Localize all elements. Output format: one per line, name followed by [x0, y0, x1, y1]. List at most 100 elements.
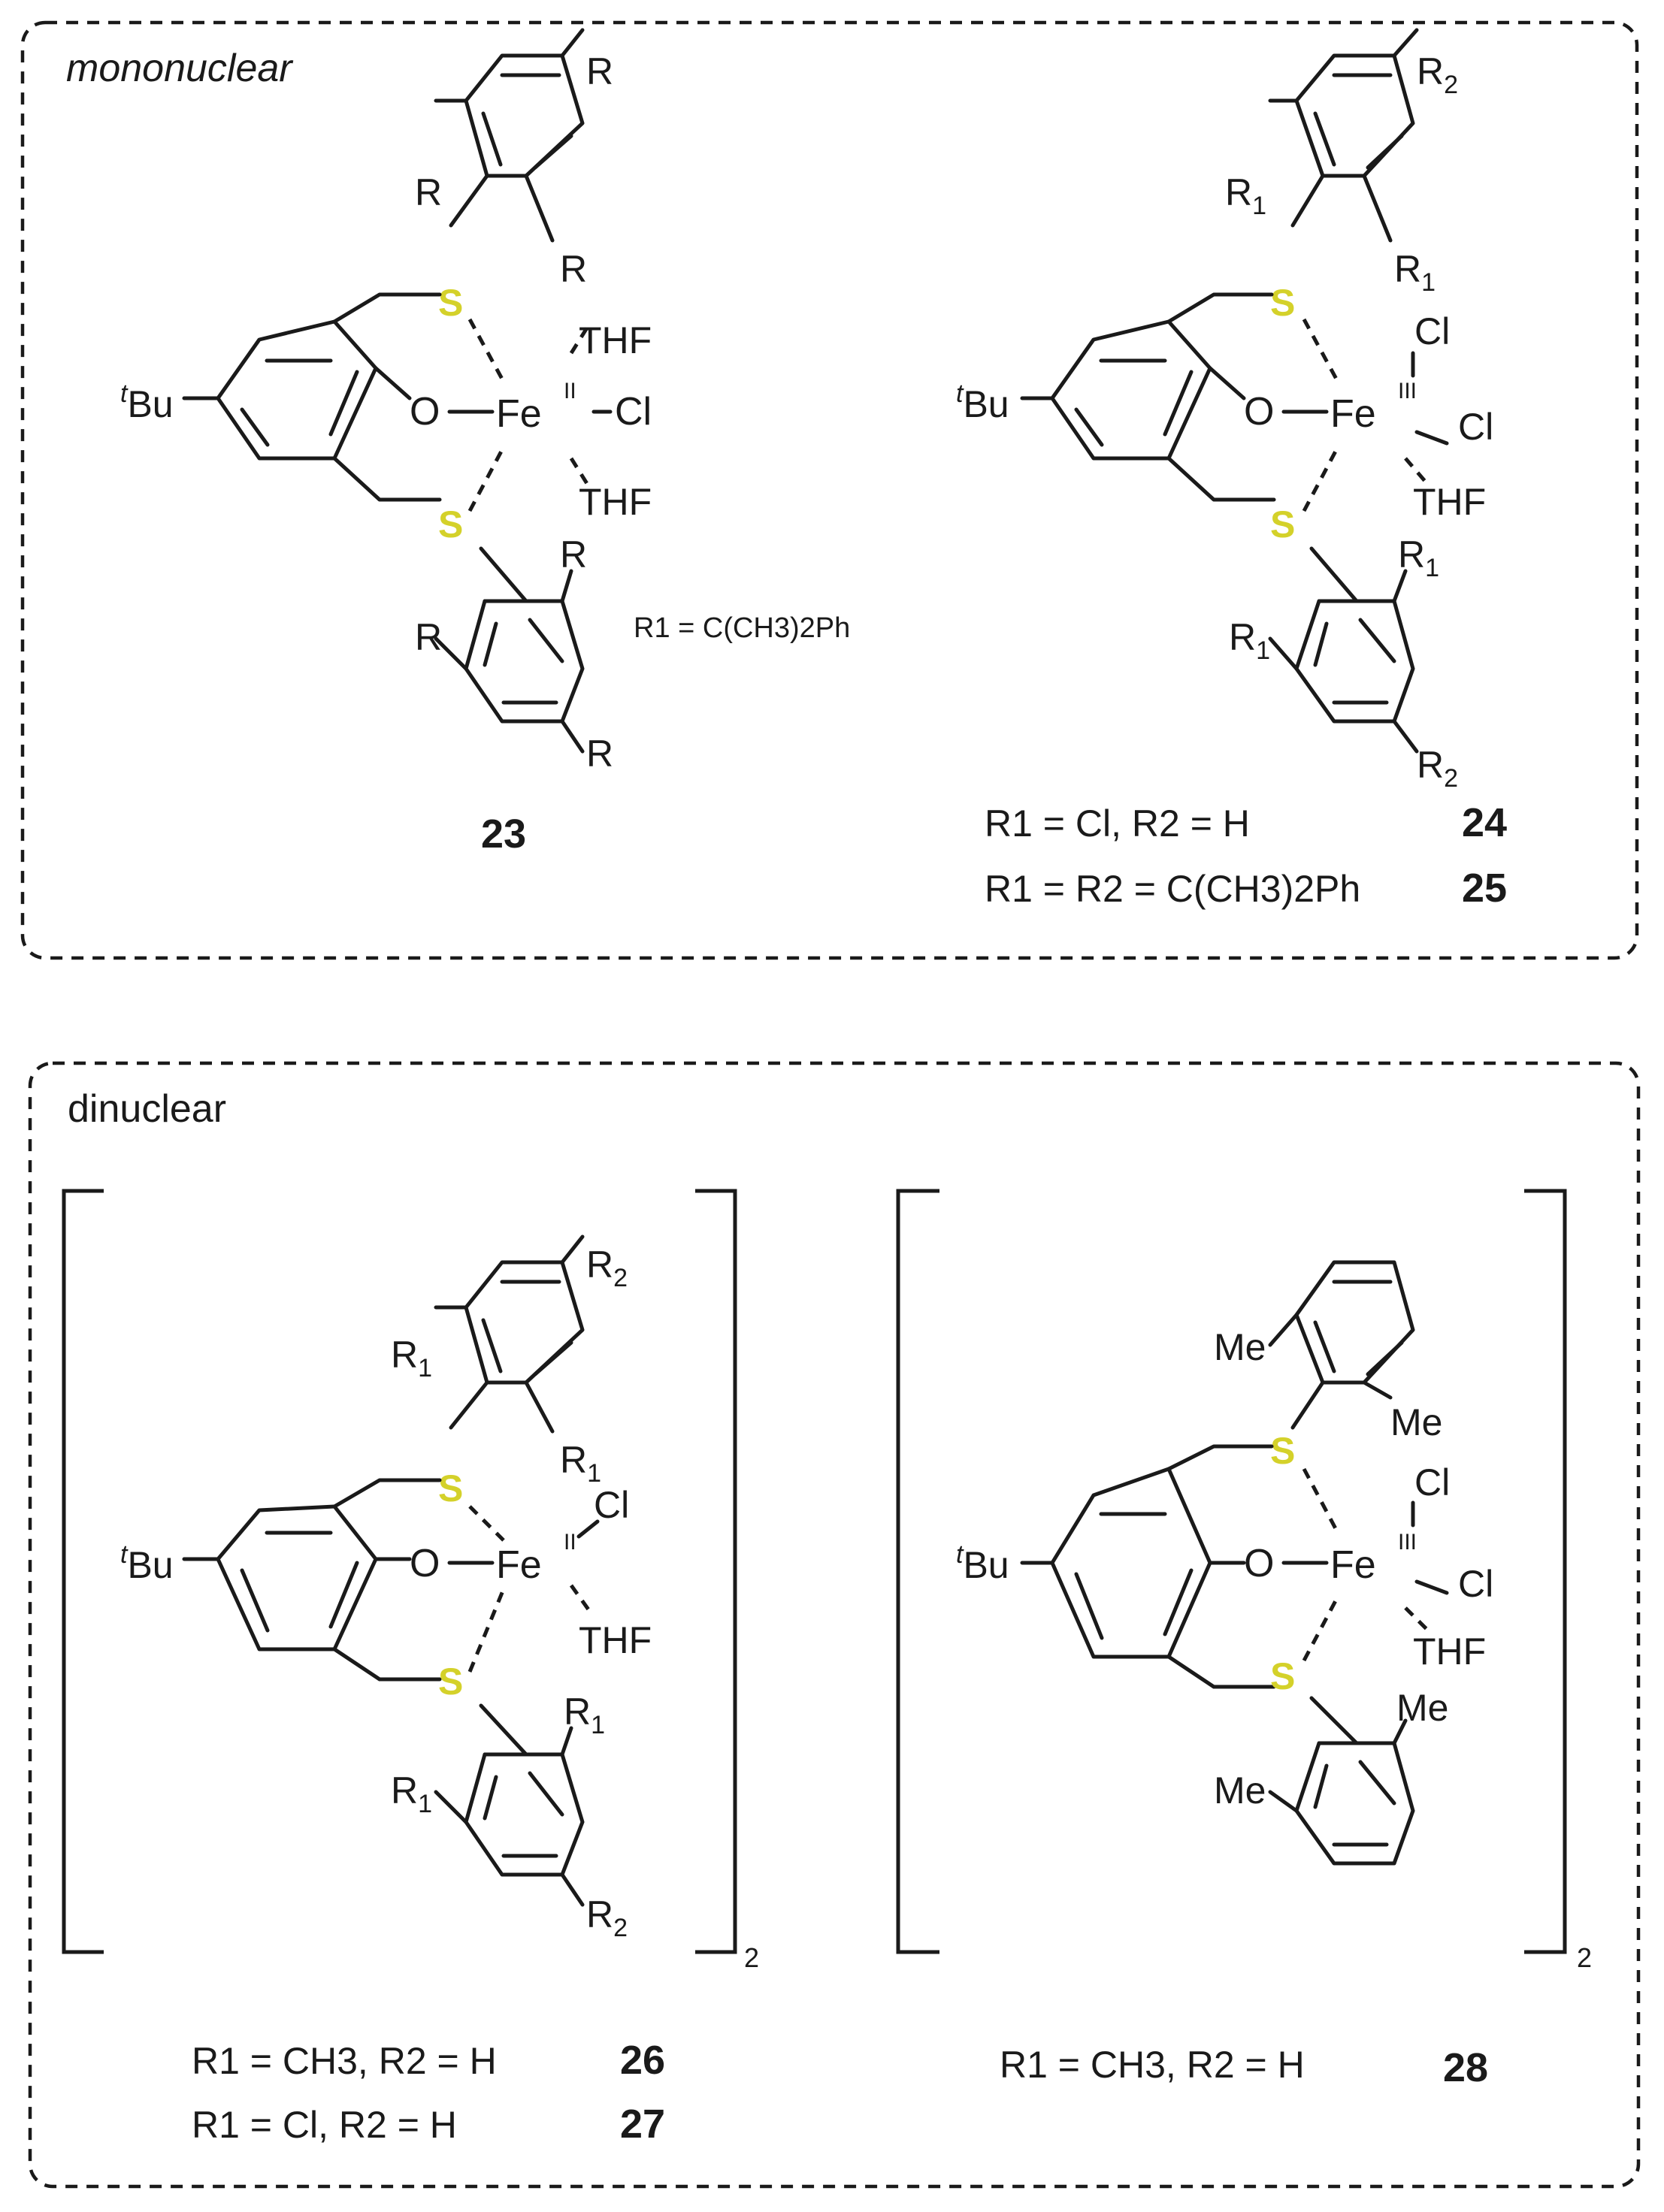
iron-atom: Fe [496, 1543, 542, 1587]
compound-number: 23 [481, 811, 526, 857]
ring-bond [1294, 546, 1415, 724]
ring-inner-bonds [1313, 1741, 1396, 1847]
coordination-bonds [1302, 318, 1430, 512]
right-bracket [695, 1189, 737, 1954]
ch2-bond [332, 292, 442, 324]
ring-substituent-bonds [1268, 28, 1419, 243]
r1-label: R1 [391, 1769, 432, 1818]
compound-number: 27 [620, 2102, 665, 2147]
coordination-bonds [1302, 1467, 1430, 1662]
ring-inner-bonds [1313, 73, 1404, 170]
sulfur-atom: S [1270, 503, 1295, 545]
ring-substituent-bonds [182, 366, 442, 502]
thf-ligand: THF [1413, 481, 1486, 523]
ring-inner-bonds [481, 1280, 573, 1376]
ring-substituent-bonds [1020, 366, 1276, 502]
tbu-group: tBu [120, 379, 174, 425]
coordination-bonds [467, 1505, 592, 1673]
ring-bond [464, 1703, 585, 1877]
ch2-bond [1166, 1444, 1274, 1471]
compound-23-structure: R R R S tBu O Fe II Cl THF THF S R R R R… [120, 28, 850, 857]
chloride-ligand: Cl [1414, 1461, 1450, 1503]
fe-cl-bonds [1411, 1500, 1449, 1595]
r-label: R [415, 616, 442, 658]
ring-inner-bonds [481, 73, 573, 170]
r1-label: R1 [1225, 171, 1266, 220]
r-label: R [415, 171, 442, 213]
ring-inner-bonds [1074, 1512, 1194, 1640]
mononuclear-panel-frame [20, 20, 1639, 960]
ring-substituent-bonds [1268, 569, 1419, 754]
tbu-group: tBu [956, 1540, 1009, 1586]
sulfur-atom: S [1270, 1430, 1295, 1472]
substituent-definition: R1 = Cl, R2 = H [192, 2104, 457, 2146]
thf-ligand: THF [1413, 1630, 1486, 1673]
fe-oxidation-state: III [1398, 379, 1417, 403]
fe-cl-bonds [1411, 351, 1449, 446]
r2-label: R2 [1417, 50, 1458, 99]
ring-inner-bonds [240, 358, 359, 447]
oxygen-atom: O [410, 1542, 440, 1585]
dinuclear-panel-label: dinuclear [68, 1087, 226, 1131]
ring-bond [1050, 319, 1212, 461]
r1-label: R1 [391, 1334, 432, 1382]
fe-oxidation-state: II [564, 1530, 576, 1555]
oxygen-atom: O [1244, 390, 1274, 434]
thf-ligand: THF [579, 481, 652, 523]
methyl-label: Me [1390, 1401, 1442, 1443]
iron-atom: Fe [496, 392, 542, 436]
r-label: R [560, 248, 587, 290]
ring-substituent-bonds [1020, 1561, 1276, 1689]
substituent-definition: R1 = C(CH3)2Ph [634, 612, 850, 644]
sulfur-atom: S [1270, 1655, 1295, 1697]
ring-inner-bonds [483, 599, 564, 705]
ring-bond [1294, 1696, 1415, 1866]
ring-inner-bonds [483, 1752, 564, 1858]
r1-label: R1 [1398, 533, 1439, 582]
substituent-definition: R1 = CH3, R2 = H [1000, 2044, 1305, 2086]
compound-number: 25 [1462, 866, 1507, 911]
ring-bond [1050, 1467, 1212, 1659]
bracket-subscript: 2 [1577, 1942, 1592, 1973]
compound-28-structure: 2 Me Me S tBu O Fe III Cl Cl THF S Me Me… [896, 1189, 1592, 2090]
thf-ligand: THF [579, 319, 652, 361]
substituent-definition: R1 = R2 = C(CH3)2Ph [985, 868, 1360, 910]
fe-oxidation-state: II [564, 379, 576, 403]
r1-label: R1 [564, 1691, 605, 1739]
compound-number: 26 [620, 2038, 665, 2083]
ring-substituent-bonds [434, 28, 585, 243]
tbu-group: tBu [956, 379, 1009, 425]
right-bracket [1524, 1189, 1567, 1954]
r-label: R [560, 533, 587, 576]
fe-cl-bond [576, 1519, 600, 1539]
substituent-definition: R1 = CH3, R2 = H [192, 2040, 497, 2082]
left-bracket [62, 1189, 104, 1954]
fe-oxidation-state: III [1398, 1530, 1417, 1555]
tbu-group: tBu [120, 1540, 174, 1586]
ring-substituent-bonds [182, 1557, 442, 1682]
ring-substituent-bonds [434, 1726, 585, 1907]
ring-substituent-bonds [1268, 1718, 1408, 1813]
ring-substituent-bonds [434, 569, 585, 754]
compound-number: 24 [1462, 800, 1507, 845]
chloride-ligand: Cl [594, 1484, 629, 1526]
ring-inner-bonds [1074, 358, 1194, 447]
r-label: R [586, 733, 613, 775]
ring-bond [216, 319, 378, 461]
ch2-bond [332, 1478, 442, 1509]
methyl-label: Me [1214, 1769, 1266, 1812]
thf-ligand: THF [579, 1619, 652, 1661]
r1-label: R1 [1394, 248, 1436, 297]
methyl-label: Me [1396, 1687, 1448, 1729]
dinuclear-panel-frame [28, 1061, 1641, 2189]
sulfur-atom: S [438, 282, 463, 324]
left-bracket [896, 1189, 939, 1954]
chloride-ligand: Cl [1458, 1563, 1493, 1605]
compound-24-25-structure: R2 R1 R1 S tBu O Fe III Cl Cl THF S R1 R… [956, 28, 1507, 911]
bracket-subscript: 2 [744, 1942, 759, 1973]
ring-inner-bonds [1313, 599, 1396, 705]
chloride-ligand: Cl [615, 390, 652, 434]
iron-atom: Fe [1330, 1543, 1376, 1587]
